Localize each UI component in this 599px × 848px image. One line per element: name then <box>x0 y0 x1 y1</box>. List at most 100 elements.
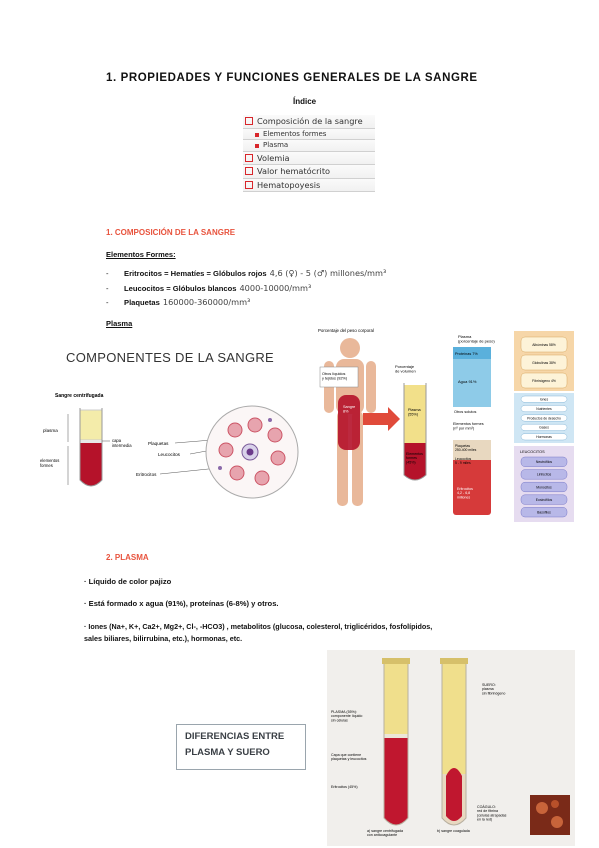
pill-label: Nutrientes <box>536 407 552 411</box>
dash: - <box>106 298 109 307</box>
pill-background <box>520 336 568 353</box>
arrow-icon <box>363 407 400 431</box>
pill-background <box>520 354 568 371</box>
index-subitem[interactable]: Plasma <box>243 140 375 152</box>
index-item[interactable]: Volemia <box>243 151 375 165</box>
label-formes-head: Elementos formes(nº por mm³) <box>453 422 484 430</box>
leukocyte-list: NeutrófilosLinfocitosMonocitosEosinófilo… <box>520 456 568 518</box>
plasma-line: · Líquido de color pajizo <box>84 577 172 586</box>
index-item-label: Elementos formes <box>263 129 327 138</box>
protein-list: Albúminas 58% Globulinas 38% Fibrinógeno 4… <box>520 336 568 389</box>
bullet-label: Leucocitos = Glóbulos blancos <box>124 284 237 293</box>
bullet-value: 4000-10000/mm³ <box>239 283 312 293</box>
checkbox-icon <box>245 117 253 125</box>
bullet-label: Eritrocitos = Hematíes = Glóbulos rojos <box>124 269 267 278</box>
label-plaquetas: Plaquetas <box>148 441 169 446</box>
index-subitem[interactable]: Elementos formes <box>243 128 375 140</box>
pill-label: Fibrinógeno 4% <box>532 379 556 383</box>
section-heading: 1. COMPOSICIÓN DE LA SANGRE <box>106 228 236 237</box>
leukocytes-title: LEUCOCITOS <box>520 450 545 454</box>
label-eritrocitos-45: Eritrocitos (45%) <box>331 785 358 789</box>
pill-background <box>520 481 568 493</box>
index-item-label: Composición de la sangre <box>257 116 363 126</box>
pill-label: Hormonas <box>536 435 552 439</box>
caption-b: b) sangre coagulada <box>437 829 470 833</box>
checkbox-icon <box>245 180 253 189</box>
pill-background <box>520 469 568 480</box>
label-eritrocitos: Eritrocitos <box>136 472 157 477</box>
pill-background <box>520 395 568 403</box>
pill-label: Iones <box>540 398 549 402</box>
pill-label: Basófilos <box>537 511 551 515</box>
index-item-label: Hematopoyesis <box>257 179 321 190</box>
pill-background <box>520 433 568 441</box>
pill-label: Productos de desecho <box>527 416 561 420</box>
figure-title: COMPONENTES DE LA SANGRE <box>66 350 275 365</box>
plasma-line: sales biliares, bilirrubina, etc.), horm… <box>84 634 243 643</box>
volume-tube <box>403 383 427 481</box>
pill-label: Monocitos <box>536 485 552 489</box>
bullet-value: 160000-360000/mm³ <box>162 297 251 307</box>
blood-composition-figure: Porcentaje del peso corporal Otros líqui… <box>318 328 574 522</box>
label-plasma-tube: Plasma(55%) <box>408 408 422 416</box>
callout-box: DIFERENCIAS ENTRE PLASMA Y SUERO <box>176 724 306 770</box>
label-agua: Agua 91% <box>458 379 477 384</box>
index-item[interactable]: Hematopoyesis <box>243 178 375 192</box>
index-item[interactable]: Valor hematócrito <box>243 165 375 179</box>
label-proteinas: Proteínas 7% <box>455 352 478 356</box>
bullet-label: Plaquetas <box>124 298 160 307</box>
pill-background <box>520 372 568 389</box>
tube-caption: Sangre centrifugada <box>55 393 104 399</box>
checkbox-icon <box>245 153 253 162</box>
magnified-blood-cells <box>205 405 299 499</box>
pill-background <box>520 507 568 518</box>
index-item[interactable]: Composición de la sangre <box>243 115 375 129</box>
label-peso: Porcentaje del peso corporal <box>318 328 374 333</box>
dash: - <box>106 284 109 293</box>
pill-label: Gases <box>539 426 549 430</box>
pill-label: Albúminas 58% <box>532 343 556 347</box>
index-item-label: Volemia <box>257 152 290 163</box>
tube-anticoagulant <box>382 658 410 826</box>
pill-label: Eosinófilos <box>536 498 553 502</box>
subheading: Elementos Formes: <box>106 250 176 259</box>
bullet-item: - Eritrocitos = Hematíes = Glóbulos rojos… <box>106 268 386 278</box>
callout-line: DIFERENCIAS ENTRE <box>185 731 285 742</box>
pill-background <box>520 405 568 413</box>
plasma-line: · Está formado x agua (91%), proteínas (… <box>84 599 279 608</box>
label-leucocitos: Leucocitos <box>158 452 181 457</box>
section-heading: 2. PLASMA <box>106 553 149 562</box>
callout-line: PLASMA Y SUERO <box>185 747 270 758</box>
bullet-icon <box>255 132 259 137</box>
label-otros-solutos: Otros solutos <box>454 410 476 414</box>
label-coagulo: COÁGULO:red de fibrina(células atrapadas… <box>477 805 507 821</box>
pill-background <box>520 414 568 422</box>
pill-label: Linfocitos <box>537 473 552 477</box>
centrifuged-tube <box>79 408 103 487</box>
pill-label: Neutrófilos <box>536 460 553 464</box>
bullet-icon <box>255 144 259 148</box>
plasma-subheading: Plasma <box>106 319 133 328</box>
pill-background <box>520 423 568 431</box>
clot-micrograph <box>530 795 570 835</box>
pill-label: Globulinas 38% <box>532 361 556 365</box>
dash: - <box>106 269 109 278</box>
plasma-line: · Iones (Na+, K+, Ca2+, Mg2+, Cl-, -HCO3… <box>84 622 433 631</box>
index-list: Composición de la sangre Elementos forme… <box>243 115 375 192</box>
